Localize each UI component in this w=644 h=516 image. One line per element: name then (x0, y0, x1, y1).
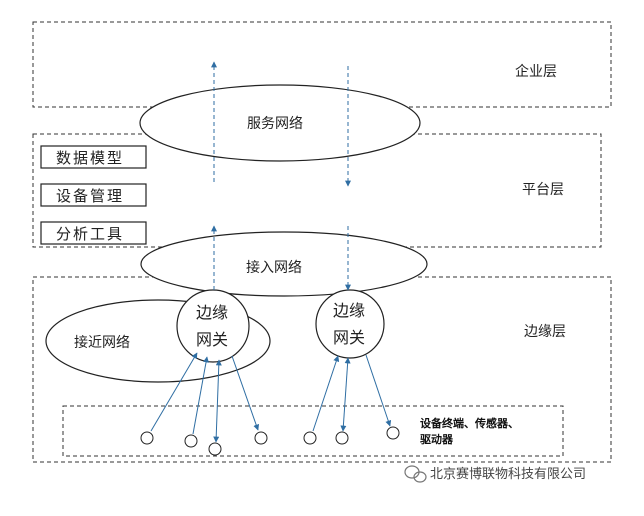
access-network-label: 接入网络 (246, 259, 302, 276)
device-label-line1: 设备终端、传感器、 (420, 416, 519, 430)
platform-layer-label: 平台层 (522, 182, 564, 198)
device-node (303, 431, 317, 445)
edge-gateway-right: 边缘 网关 (315, 289, 385, 359)
access-network-ellipse (140, 231, 428, 297)
platform-tool-data-model: 数据模型 (40, 145, 147, 169)
svg-text:网关: 网关 (333, 328, 365, 347)
edge-gateway-left: 边缘 网关 (176, 289, 250, 363)
device-arrow (312, 355, 340, 432)
device-arrow (365, 354, 392, 427)
svg-text:边缘: 边缘 (196, 303, 228, 322)
platform-tool-device-management: 设备管理 (40, 183, 147, 207)
service-network-label: 服务网络 (247, 116, 303, 132)
device-node (254, 431, 268, 445)
device-arrow (340, 357, 351, 432)
device-area-box (62, 405, 564, 457)
platform-tool-analysis-tools: 分析工具 (40, 221, 147, 245)
svg-text:设备管理: 设备管理 (56, 187, 124, 205)
device-node (184, 434, 198, 448)
edge-layer-label: 边缘层 (524, 324, 566, 340)
wechat-icon (404, 465, 427, 483)
service-network-ellipse (139, 84, 421, 162)
device-node (208, 442, 222, 456)
device-node (386, 426, 400, 440)
svg-text:数据模型: 数据模型 (56, 149, 124, 167)
wechat-watermark: 北京赛博联物科技有限公司 (404, 465, 586, 483)
device-node (140, 431, 154, 445)
proximity-network-label: 接近网络 (74, 334, 130, 351)
svg-text:网关: 网关 (196, 330, 228, 349)
device-node (335, 431, 349, 445)
device-arrow (192, 356, 209, 435)
device-arrow (213, 359, 222, 443)
device-arrow (231, 355, 260, 431)
svg-text:分析工具: 分析工具 (56, 225, 124, 243)
enterprise-layer-label: 企业层 (515, 63, 557, 80)
svg-text:边缘: 边缘 (333, 301, 365, 320)
device-arrow (150, 352, 198, 432)
watermark-text: 北京赛博联物科技有限公司 (430, 466, 586, 482)
device-label-line2: 驱动器 (420, 432, 454, 446)
